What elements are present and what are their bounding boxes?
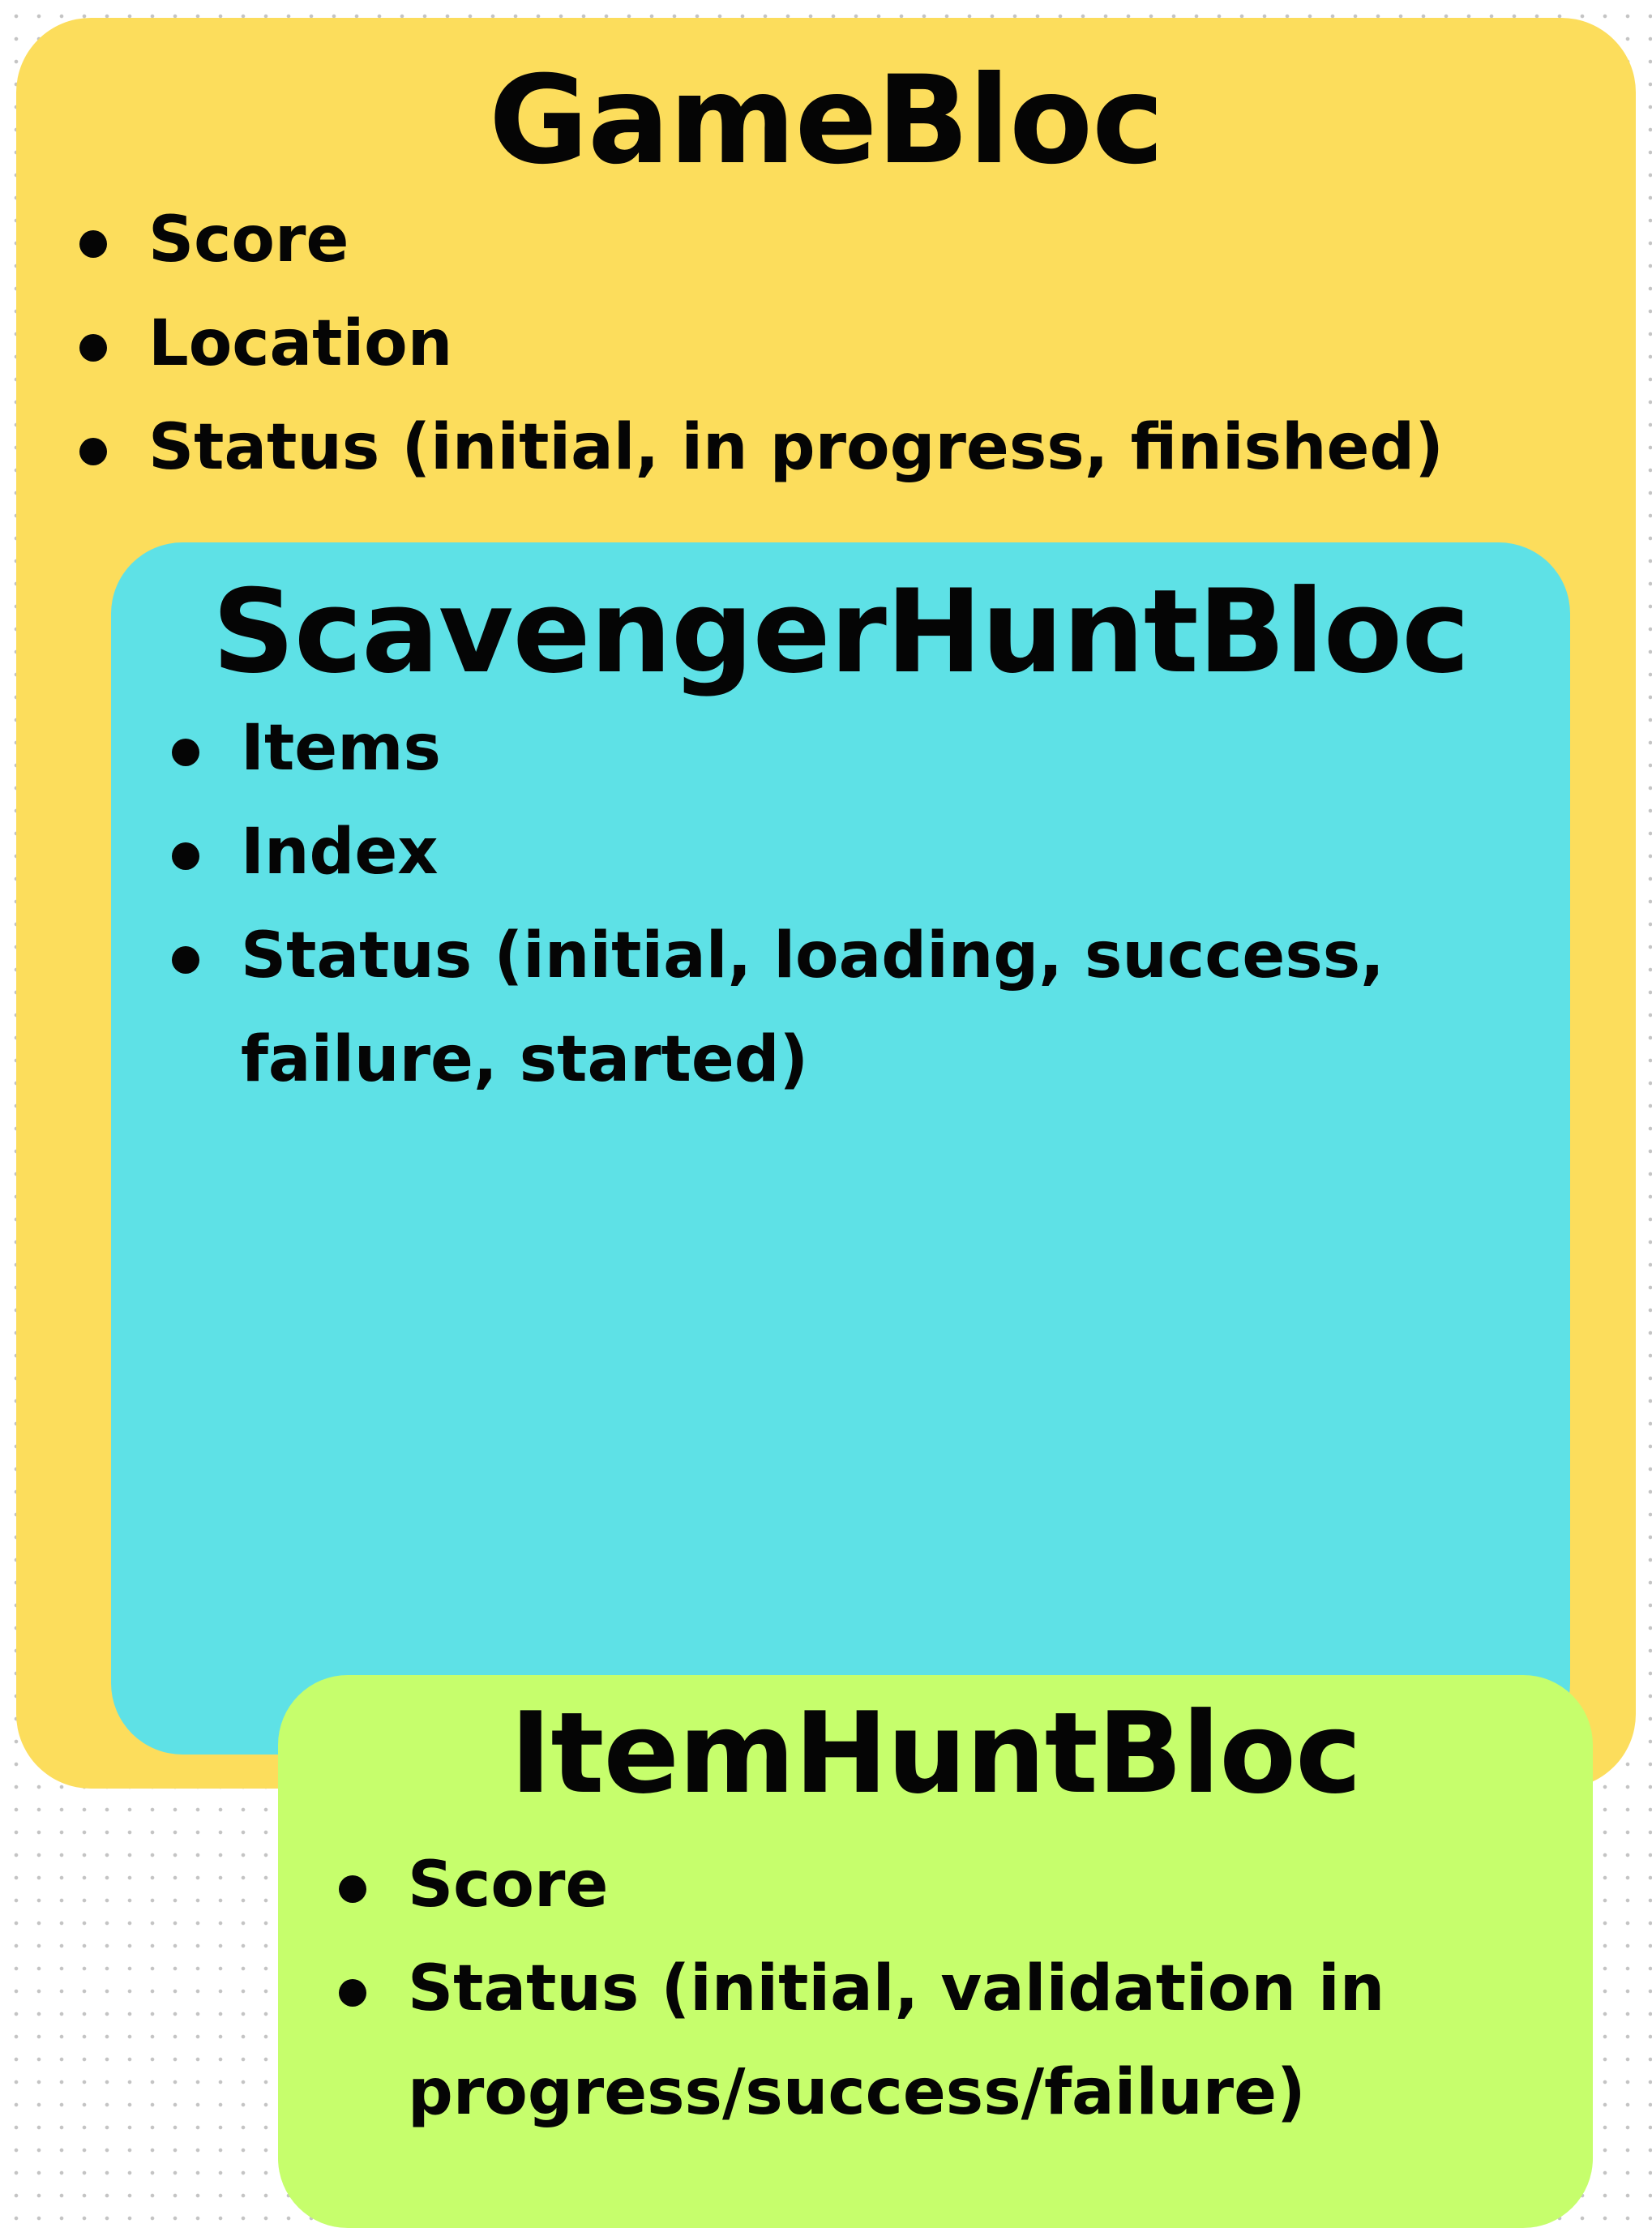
list-item: Status (initial, in progress, finished)	[79, 396, 1444, 499]
list-item: Status (initial, validation in progress/…	[339, 1937, 1462, 2144]
list-item: Index	[172, 800, 1416, 904]
scavenger-hunt-bloc-box: ScavengerHuntBloc Items Index Status (in…	[111, 542, 1593, 2228]
game-bloc-title: GameBloc	[488, 50, 1164, 191]
list-item: Items	[172, 696, 1416, 800]
item-hunt-bloc-title: ItemHuntBloc	[510, 1688, 1362, 1819]
list-item: Location	[79, 292, 1444, 396]
list-item: Score	[339, 1833, 1462, 1937]
game-bloc-box: GameBloc Score Location Status (initial,…	[16, 18, 1636, 2228]
list-item: Score	[79, 188, 1444, 292]
scavenger-hunt-bloc-title: ScavengerHuntBloc	[212, 565, 1470, 699]
list-item: Status (initial, loading, success, failu…	[172, 904, 1416, 1112]
game-bloc-list: Score Location Status (initial, in progr…	[79, 188, 1444, 499]
scavenger-hunt-bloc-list: Items Index Status (initial, loading, su…	[172, 696, 1416, 1112]
item-hunt-bloc-box: ItemHuntBloc Score Status (initial, vali…	[278, 1675, 1593, 2228]
item-hunt-bloc-list: Score Status (initial, validation in pro…	[339, 1833, 1462, 2144]
